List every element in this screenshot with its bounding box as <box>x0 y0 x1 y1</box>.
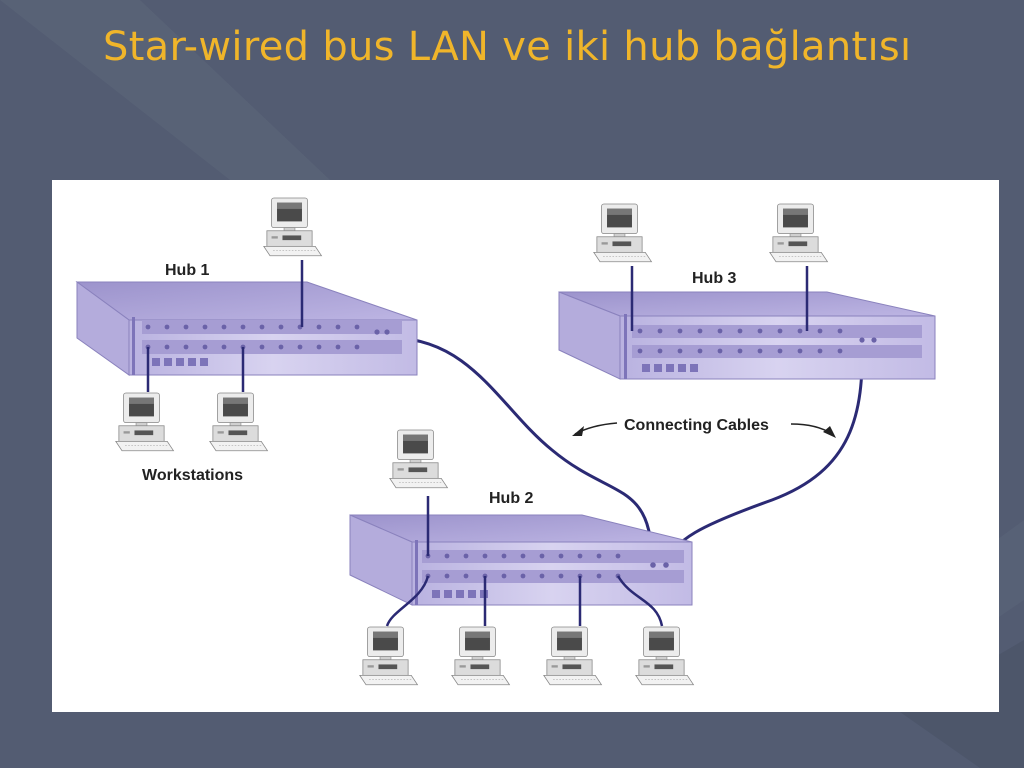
pc-hub2-top <box>389 429 448 489</box>
workstation-links <box>146 260 809 627</box>
network-diagram: Connecting Cables Hub 1 <box>52 180 999 712</box>
pc-hub1-top <box>263 197 322 257</box>
pc-hub1-left <box>115 392 174 452</box>
hub-3: Hub 3 <box>558 270 936 380</box>
hub-2-label: Hub 2 <box>489 490 534 507</box>
pc-hub1-right <box>209 392 268 452</box>
pc-hub2-1 <box>359 626 418 686</box>
pc-hub3-right <box>769 203 828 263</box>
hub-3-label: Hub 3 <box>692 270 737 287</box>
hub-1: Hub 1 <box>75 262 418 376</box>
slide-title: Star-wired bus LAN ve iki hub bağlantısı <box>103 24 912 70</box>
pc-hub2-3 <box>543 626 602 686</box>
pc-hub3-left <box>593 203 652 263</box>
hub-2: Hub 2 <box>349 490 693 606</box>
hub-1-label: Hub 1 <box>165 262 210 279</box>
cables-annotation: Connecting Cables <box>572 417 836 438</box>
workstations-label: Workstations <box>142 467 243 484</box>
pc-hub2-4 <box>635 626 694 686</box>
pc-hub2-2 <box>451 626 510 686</box>
cable-hub1-hub2 <box>393 336 654 567</box>
cables-label: Connecting Cables <box>624 417 769 434</box>
